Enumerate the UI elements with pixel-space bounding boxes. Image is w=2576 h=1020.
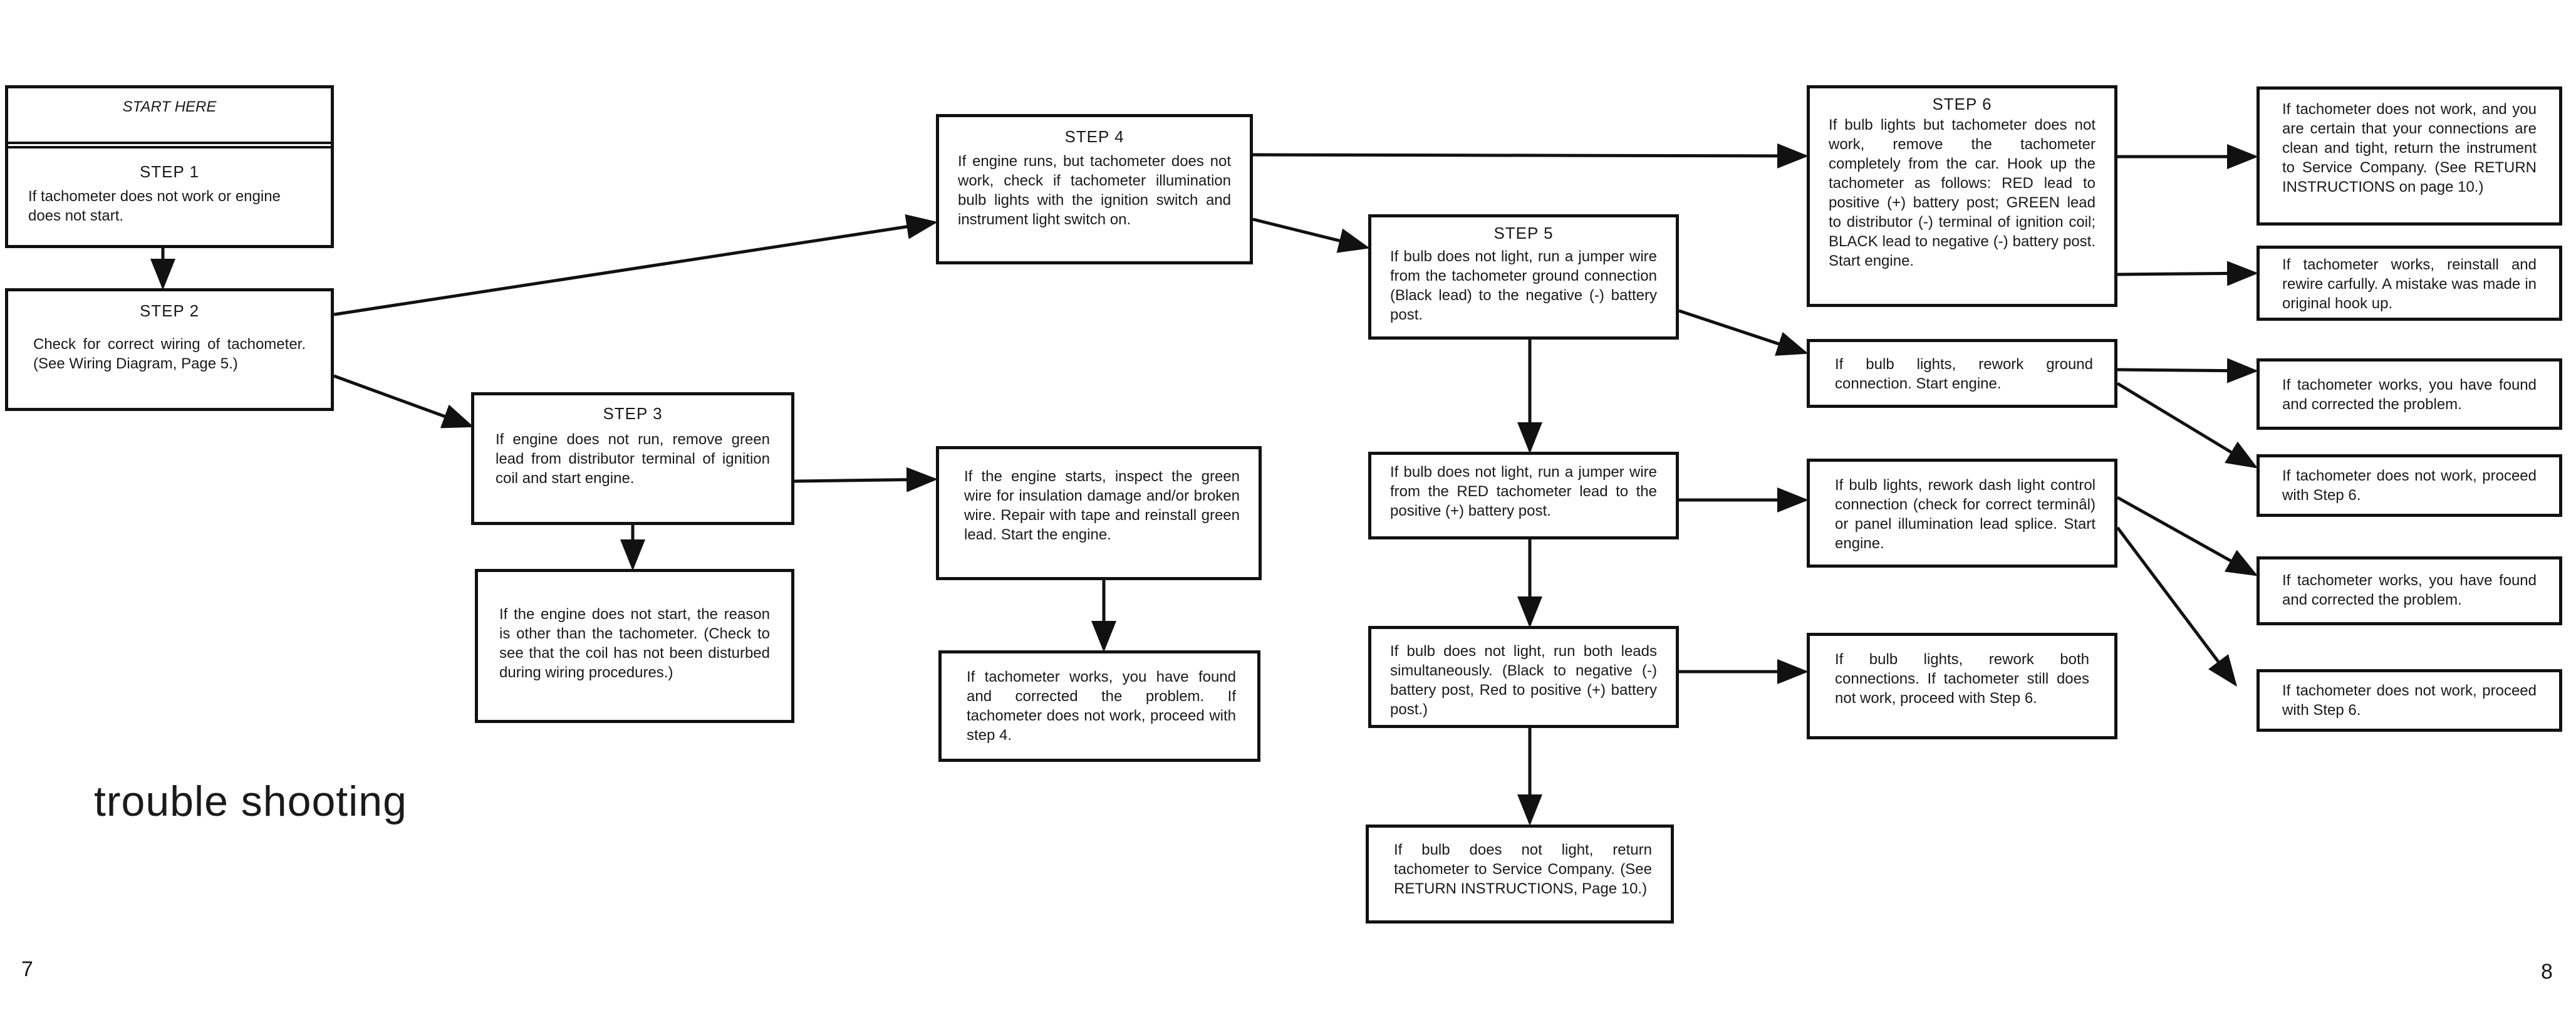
step6-text: If bulb lights but tachometer does not w…: [1829, 117, 2096, 269]
step3-result-text: If tachometer works, you have found and …: [967, 669, 1236, 744]
start-heading-line2: HERE: [174, 98, 217, 115]
step5-return-text: If bulb does not light, return tachomete…: [1394, 841, 1652, 897]
start-heading-line1: START: [122, 98, 171, 115]
step2-label: STEP 2: [139, 301, 200, 320]
step3-starts-text: If the engine starts, inspect the green …: [964, 468, 1240, 543]
step6-rewire-text: If tachometer works, reinstall and rewir…: [2282, 256, 2537, 312]
step3-label: STEP 3: [603, 404, 663, 423]
page-caption: trouble shooting: [94, 778, 407, 825]
step6-box: STEP 6 If bulb lights but tachometer doe…: [1807, 85, 2117, 307]
step5-red-box: If bulb does not light, run a jumper wir…: [1368, 452, 1679, 539]
both-rework-box: If bulb lights, rework both connections.…: [1807, 633, 2117, 739]
step1-label: STEP 1: [139, 162, 200, 181]
dash-rework-box: If bulb lights, rework dash light contro…: [1807, 459, 2117, 568]
step5-both-box: If bulb does not light, run both leads s…: [1368, 626, 1679, 728]
ground-fails-box: If tachometer does not work, proceed wit…: [2257, 454, 2562, 517]
step6-label: STEP 6: [1932, 95, 1992, 113]
step4-text: If engine runs, but tachometer does not …: [958, 153, 1231, 228]
step5-text: If bulb does not light, run a jumper wir…: [1390, 248, 1657, 323]
ground-rework-box: If bulb lights, rework ground connection…: [1807, 339, 2117, 408]
step3-result-box: If tachometer works, you have found and …: [938, 650, 1260, 762]
step6-return-box: If tachometer does not work, and you are…: [2257, 86, 2562, 226]
step4-box: STEP 4 If engine runs, but tachometer do…: [936, 114, 1253, 264]
step1-text: If tachometer does not work or engine do…: [28, 188, 281, 224]
step5-return-box: If bulb does not light, return tachomete…: [1366, 825, 1674, 924]
arrow-step4-to-step5: [1252, 217, 1370, 253]
dash-works-box: If tachometer works, you have found and …: [2257, 556, 2562, 625]
dash-fails-text: If tachometer does not work, proceed wit…: [2282, 682, 2537, 719]
page-number-right: 8: [2541, 960, 2553, 984]
arrow-dash-to-works: [2116, 496, 2258, 576]
ground-rework-text: If bulb lights, rework ground connection…: [1835, 356, 2093, 392]
step2-text: Check for correct wiring of tachometer. …: [33, 336, 306, 372]
arrow-dash-to-fails: [2116, 526, 2238, 687]
step6-return-text: If tachometer does not work, and you are…: [2282, 101, 2537, 195]
step3-text: If engine does not run, remove green lea…: [496, 431, 770, 487]
ground-works-box: If tachometer works, you have found and …: [2257, 358, 2562, 430]
dash-rework-text: If bulb lights, rework dash light contro…: [1835, 477, 2096, 552]
step5-red-text: If bulb does not light, run a jumper wir…: [1390, 464, 1657, 519]
both-rework-text: If bulb lights, rework both connections.…: [1835, 651, 2089, 707]
arrow-step6-to-rewire: [2117, 261, 2258, 286]
step1-start-box: START HERE STEP 1 If tachometer does not…: [5, 85, 334, 248]
dash-fails-box: If tachometer does not work, proceed wit…: [2257, 669, 2562, 732]
arrow-step2-to-step3: [333, 374, 474, 429]
dash-works-text: If tachometer works, you have found and …: [2282, 572, 2537, 608]
ground-works-text: If tachometer works, you have found and …: [2282, 377, 2537, 413]
step3-nostart-text: If the engine does not start, the reason…: [499, 606, 770, 681]
arrow-step5-to-ground: [1678, 309, 1809, 356]
arrow-step3-to-starts: [794, 467, 938, 492]
ground-fails-text: If tachometer does not work, proceed wit…: [2282, 467, 2537, 504]
step5-both-text: If bulb does not light, run both leads s…: [1390, 643, 1657, 718]
step5-label: STEP 5: [1493, 224, 1554, 242]
step2-box: STEP 2 Check for correct wiring of tacho…: [5, 288, 334, 411]
step6-rewire-box: If tachometer works, reinstall and rewir…: [2257, 246, 2562, 321]
arrow-step4-to-step6: [1252, 143, 1809, 169]
step5-box: STEP 5 If bulb does not light, run a jum…: [1368, 214, 1679, 340]
page-number-left: 7: [21, 957, 33, 981]
arrow-ground-to-works: [2117, 358, 2258, 383]
step3-box: STEP 3 If engine does not run, remove gr…: [471, 392, 794, 525]
step4-label: STEP 4: [1064, 127, 1124, 146]
step3-starts-box: If the engine starts, inspect the green …: [936, 446, 1262, 580]
arrow-ground-to-fails: [2116, 382, 2258, 469]
start-here-heading: START HERE: [8, 88, 331, 148]
arrow-step2-to-step4: [333, 214, 938, 316]
step3-nostart-box: If the engine does not start, the reason…: [475, 569, 794, 723]
